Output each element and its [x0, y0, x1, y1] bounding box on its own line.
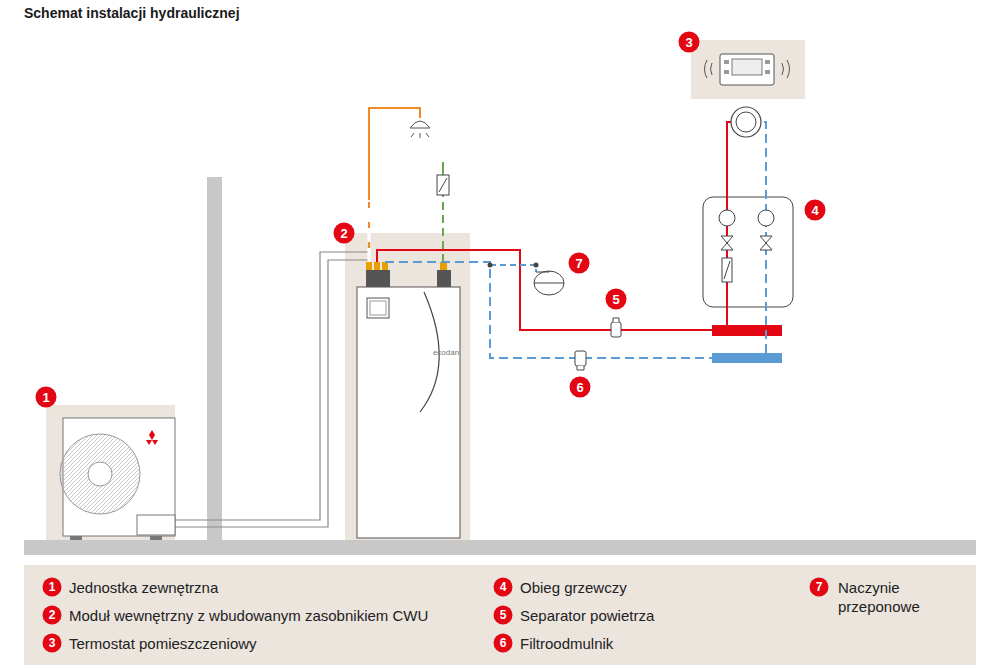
- room-thermostat: [705, 54, 790, 85]
- legend-number: 2: [43, 606, 62, 625]
- legend-number: 1: [43, 578, 62, 597]
- wall: [207, 177, 222, 540]
- return-pipe: [385, 262, 712, 358]
- legend-text: Jednostka zewnętrzna: [69, 578, 469, 597]
- legend-panel: [24, 565, 976, 665]
- return-manifold: [712, 353, 782, 363]
- ground: [24, 540, 976, 555]
- heating-circuit-box: [703, 197, 793, 307]
- hot-water-pipe: [369, 108, 420, 262]
- floor-loop: [731, 107, 761, 137]
- expansion-vessel: [534, 271, 564, 295]
- air-separator: [611, 318, 621, 337]
- callout-number: 3: [679, 32, 700, 53]
- callout-number: 7: [569, 253, 590, 274]
- legend-number: 3: [43, 634, 62, 653]
- legend-text: Obieg grzewczy: [520, 578, 800, 597]
- backdrop-panel: [691, 40, 805, 99]
- legend-text: Naczynie przeponowe: [838, 578, 963, 616]
- pipe-joint: [488, 263, 493, 268]
- refrigerant-pipe: [175, 260, 368, 527]
- vessel-pipe: [490, 265, 536, 272]
- callout-number: 2: [334, 223, 355, 244]
- callout-number: 4: [805, 200, 826, 221]
- brand-label: ecodan: [433, 348, 459, 357]
- legend-number: 4: [494, 578, 513, 597]
- pipe-dash: [368, 200, 371, 262]
- refrigerant-pipe: [175, 252, 368, 520]
- diagram-title: Schemat instalacji hydraulicznej: [24, 5, 240, 21]
- pump-symbols: [719, 210, 774, 282]
- legend-number: 7: [810, 578, 829, 597]
- legend-text: Filtroodmulnik: [520, 634, 800, 653]
- legend-number: 5: [494, 606, 513, 625]
- inlet-valve: [437, 175, 449, 195]
- cold-water-pipe: [442, 195, 444, 262]
- pipe-joint: [534, 263, 539, 268]
- legend-text: Termostat pomieszczeniowy: [69, 634, 469, 653]
- backdrop-panel: [345, 233, 470, 540]
- outdoor-unit: [60, 418, 175, 540]
- dirt-filter: [575, 351, 586, 370]
- callout-number: 1: [36, 387, 57, 408]
- backdrop-panel: [46, 405, 175, 540]
- callout-number: 6: [570, 377, 591, 398]
- cold-water-pipe: [442, 162, 444, 175]
- legend-text: Separator powietrza: [520, 606, 800, 625]
- indoor-unit: [357, 262, 460, 538]
- legend-number: 6: [494, 634, 513, 653]
- legend-text: Moduł wewnętrzny z wbudowanym zasobnikie…: [69, 606, 489, 625]
- callout-number: 5: [606, 289, 627, 310]
- shower-head: [410, 121, 430, 138]
- supply-manifold: [712, 325, 782, 336]
